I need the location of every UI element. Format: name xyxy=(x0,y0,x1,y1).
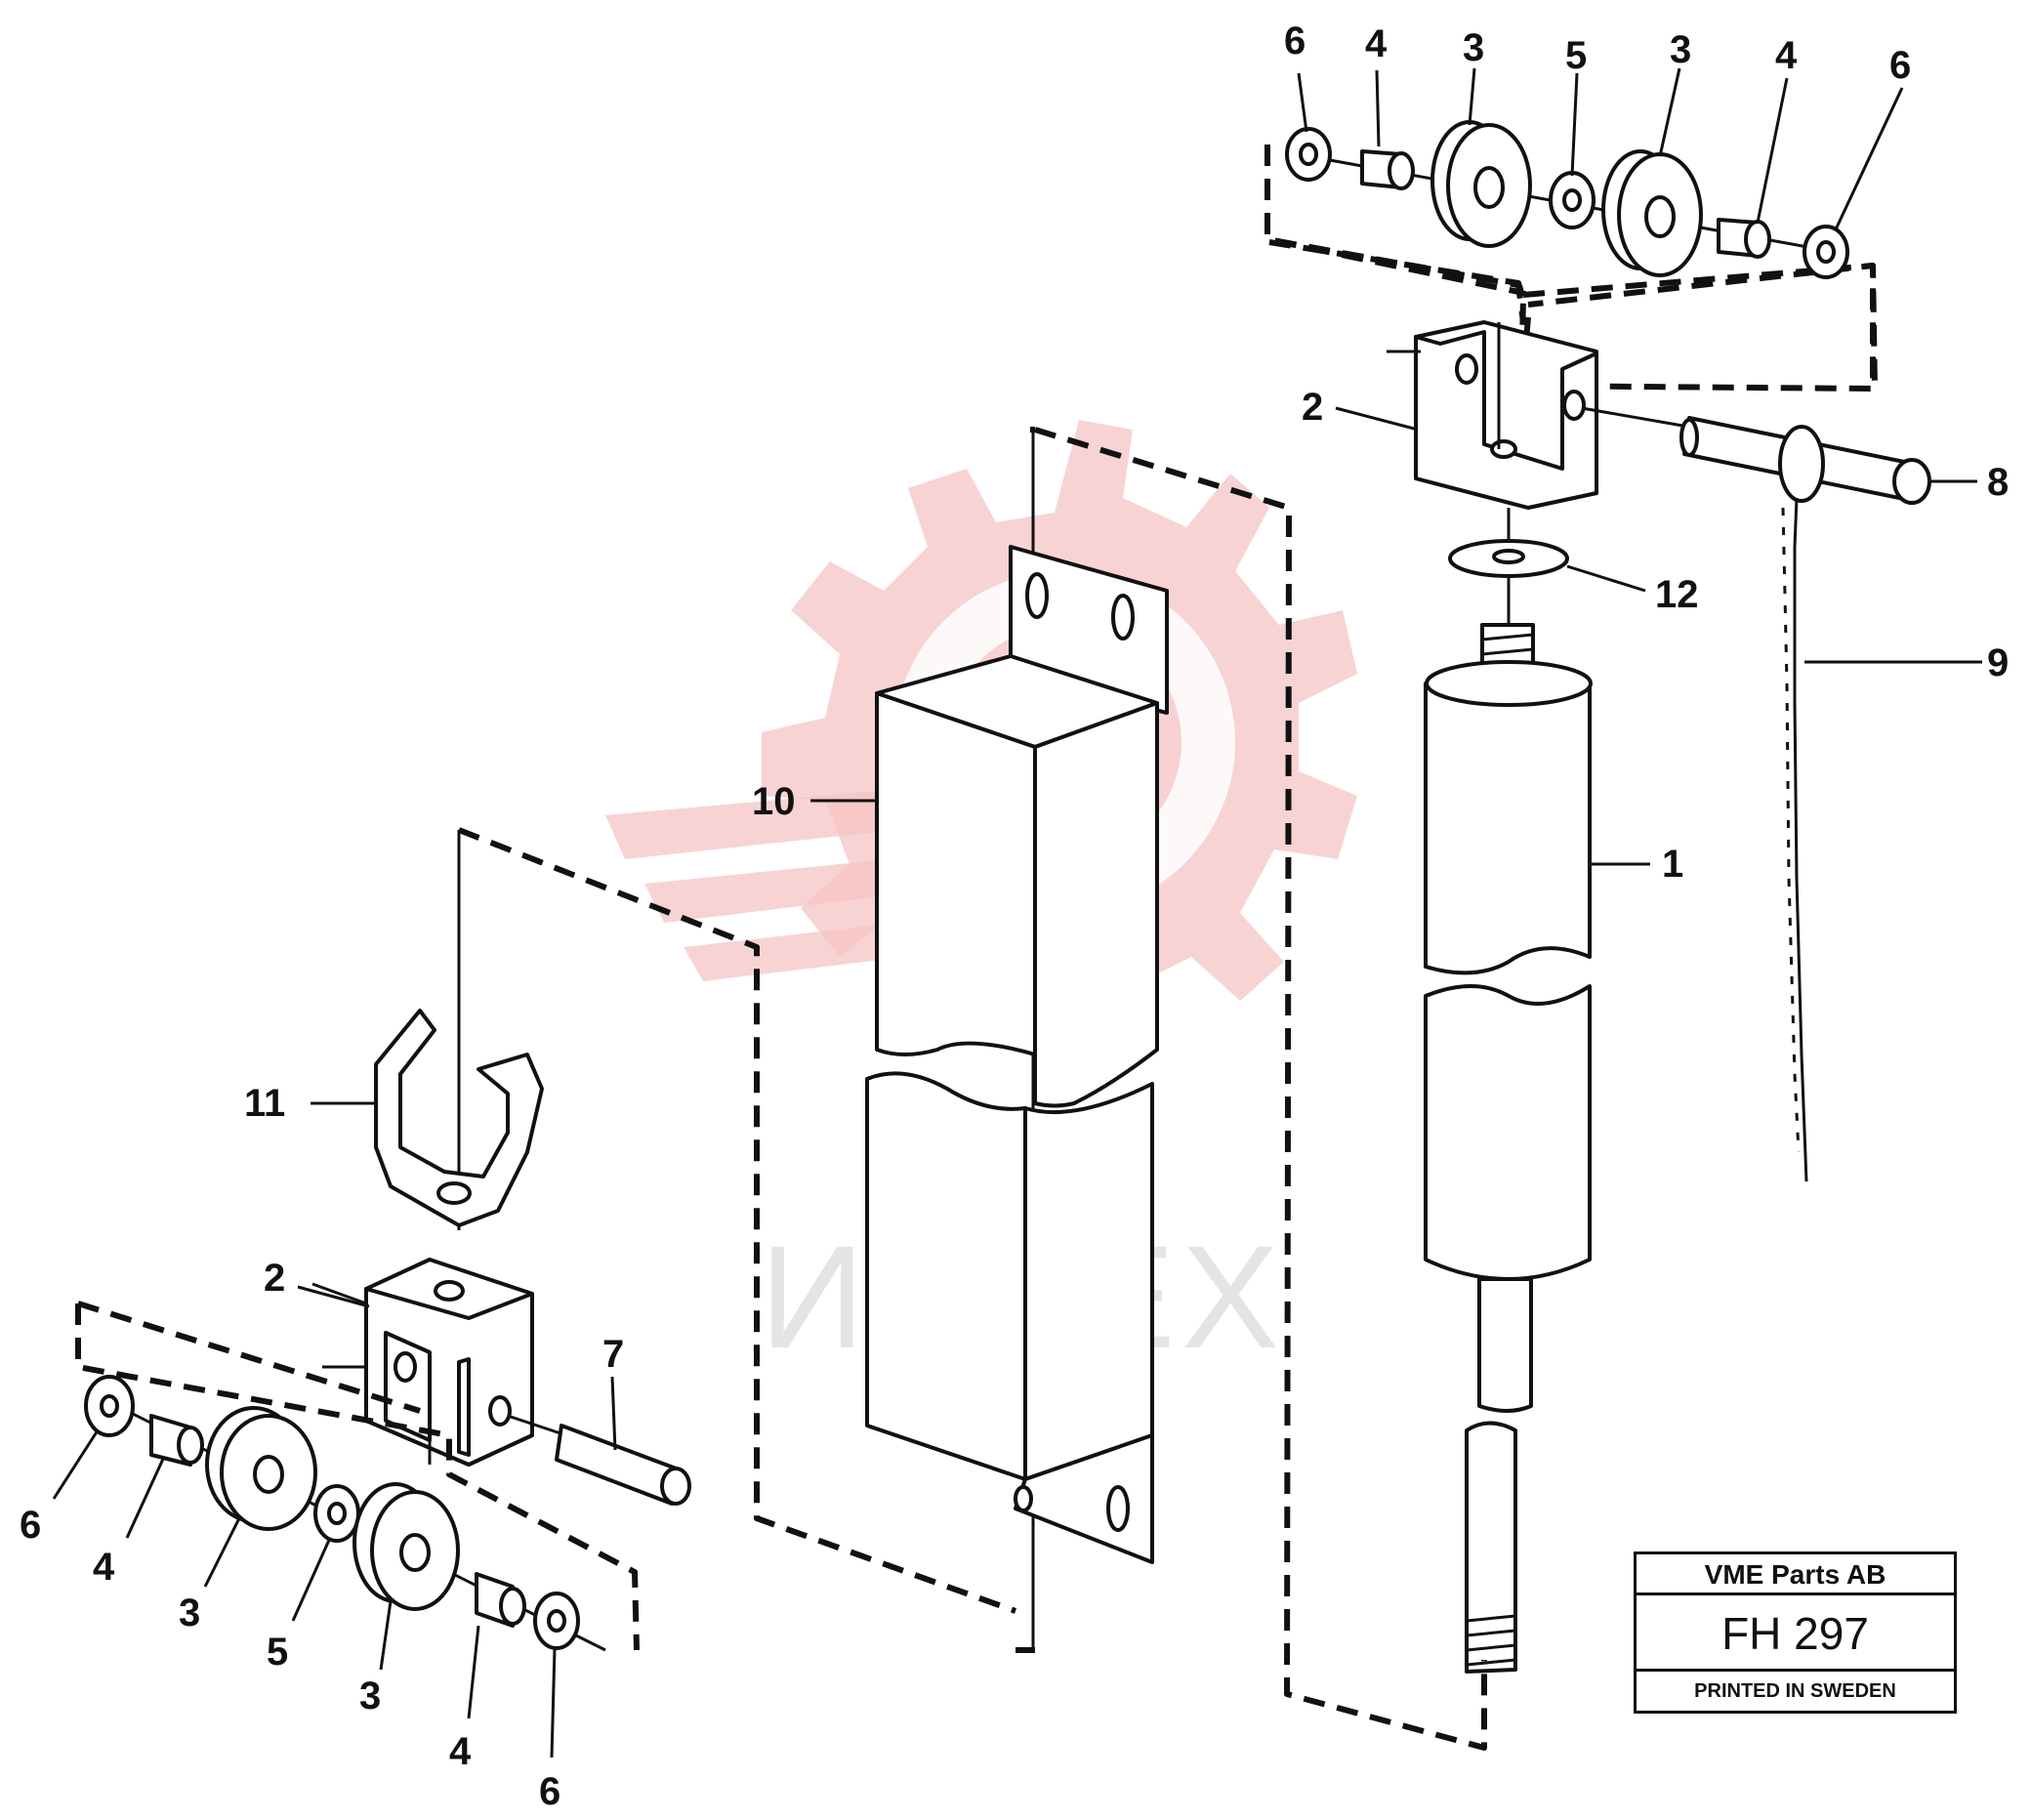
callout-lower-spacer-b: 4 xyxy=(449,1730,472,1773)
tube-boundary xyxy=(1034,427,1487,1751)
top-spacer-left xyxy=(1360,149,1415,190)
top-washer-middle xyxy=(1549,171,1596,229)
callout-weight-cylinder: 1 xyxy=(1662,843,1683,886)
callout-top-left-spacer: 4 xyxy=(1365,22,1388,65)
lower-pin xyxy=(507,1414,691,1506)
lower-washer-b xyxy=(533,1592,580,1650)
weight-cylinder xyxy=(1424,623,1593,1674)
lower-washer-a xyxy=(84,1375,135,1437)
callout-top-right-spacer: 4 xyxy=(1775,34,1798,77)
clamp xyxy=(374,1009,544,1227)
callout-top-bracket: 2 xyxy=(1302,386,1323,429)
callout-top-right-pulley: 3 xyxy=(1670,28,1691,71)
lower-pulley-a xyxy=(205,1406,317,1531)
cable-pin xyxy=(1581,406,1931,505)
callout-lower-bracket: 2 xyxy=(264,1257,285,1300)
callout-lower-washer-a: 6 xyxy=(20,1504,41,1547)
callout-top-left-washer: 6 xyxy=(1284,20,1306,62)
title-block-printed: PRINTED IN SWEDEN xyxy=(1694,1680,1896,1702)
top-pulley-right xyxy=(1601,149,1703,277)
callout-lower-washer-b: 6 xyxy=(539,1770,560,1813)
title-block: VME Parts AB FH 297 PRINTED IN SWEDEN xyxy=(1634,1551,1957,1714)
top-flat-washer xyxy=(1448,539,1569,578)
callout-lower-pulley-b: 3 xyxy=(359,1675,381,1717)
title-block-code: FH 297 xyxy=(1637,1595,1954,1672)
lower-pulley-b xyxy=(352,1482,460,1611)
callout-lower-spacer-a: 4 xyxy=(93,1546,115,1589)
callout-top-flat-washer: 12 xyxy=(1655,573,1699,616)
callout-top-left-pulley: 3 xyxy=(1463,26,1484,69)
callout-tube-housing: 10 xyxy=(752,780,796,823)
callout-top-middle-washer: 5 xyxy=(1565,34,1587,77)
top-washer-left xyxy=(1285,127,1332,182)
lower-assembly-boundary xyxy=(457,827,1017,1614)
callout-top-right-washer: 6 xyxy=(1889,44,1911,87)
title-block-company: VME Parts AB xyxy=(1637,1554,1954,1595)
top-pulley-left xyxy=(1430,120,1532,248)
cable xyxy=(1778,425,1825,1182)
callout-clamp: 11 xyxy=(244,1082,285,1125)
callout-cable: 9 xyxy=(1987,641,2009,684)
lower-bracket xyxy=(364,1258,534,1467)
callout-cable-pin: 8 xyxy=(1987,461,2009,504)
lower-washer-mid xyxy=(313,1484,360,1543)
tube-housing xyxy=(865,545,1169,1564)
top-spacer-right xyxy=(1717,218,1771,259)
callout-lower-pulley-a: 3 xyxy=(179,1592,200,1634)
leader-lines xyxy=(52,67,1982,1758)
top-bracket xyxy=(1414,320,1598,510)
lower-spacer-a xyxy=(149,1414,204,1467)
lower-spacer-b xyxy=(475,1572,526,1628)
top-washer-right xyxy=(1803,225,1849,279)
callout-lower-washer-mid: 5 xyxy=(267,1631,288,1674)
callout-lower-pin: 7 xyxy=(602,1333,624,1376)
